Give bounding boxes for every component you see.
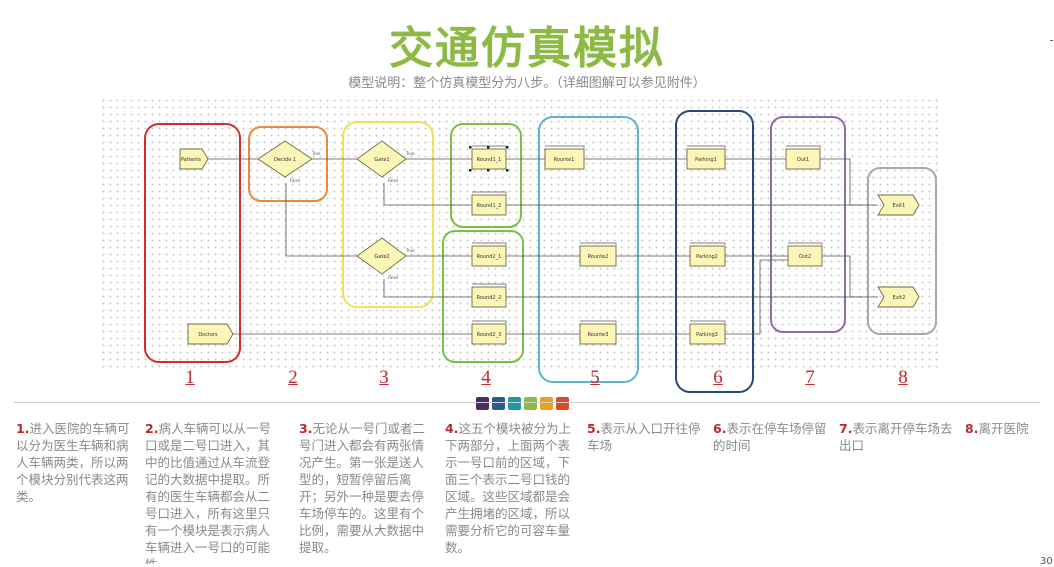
label-rounte3: Rounte3 [588, 332, 609, 338]
connectors [208, 158, 878, 335]
node-round2-1 [471, 245, 507, 267]
label-round2-3: Round2_3 [477, 332, 502, 338]
gate1-true-label: True [405, 151, 415, 156]
step-number-4: 4 [481, 367, 491, 388]
group-box-1 [144, 123, 241, 363]
group-box-4a [450, 123, 522, 228]
node-exit1 [877, 194, 920, 216]
decide-true-label: True [311, 151, 321, 156]
group-box-4b [442, 230, 524, 363]
description-1: 1.进入医院的车辆可以分为医生车辆和病人车辆两类，所以两个模块分别代表这两类。 [16, 421, 130, 504]
node-rounte1 [544, 148, 585, 170]
node-gate2 [356, 237, 407, 275]
description-2: 2.病人车辆可以从一号口或是二号口进入，其中的比值通过从车流登记的大数据中提取。… [145, 421, 271, 564]
node-parking1 [686, 148, 726, 170]
group-box-3 [342, 121, 434, 308]
group-box-6 [675, 110, 754, 393]
color-palette [476, 397, 569, 410]
label-doctors: Doctors [198, 332, 218, 338]
page-subtitle: 模型说明：整个仿真模型分为八步。（详细图解可以参见附件） [348, 76, 706, 91]
node-gate1 [356, 140, 407, 178]
node-out2 [787, 245, 823, 267]
selection-handles [469, 146, 509, 172]
palette-swatch [508, 397, 521, 410]
label-parking1: Parking1 [695, 157, 717, 163]
group-box-8 [867, 167, 937, 335]
label-patients: Patients [181, 157, 201, 163]
node-exit2 [877, 286, 920, 308]
node-rounte2 [579, 245, 617, 267]
palette-swatch [492, 397, 505, 410]
label-out1: Out1 [797, 157, 809, 163]
step-number-7: 7 [805, 367, 815, 388]
label-round2-2: Round2_2 [477, 295, 502, 301]
description-8: 8.离开医院 [965, 421, 1029, 436]
label-out2: Out2 [799, 254, 811, 260]
node-round1-2 [471, 194, 507, 216]
label-parking3: Parking3 [696, 332, 718, 338]
node-rounte3 [579, 323, 617, 345]
step-number-6: 6 [713, 367, 723, 388]
description-6: 6.表示在停车场停留的时间 [713, 421, 827, 453]
group-box-2 [248, 126, 328, 202]
decide-false-label: False [290, 178, 301, 183]
group-box-5 [538, 116, 639, 383]
label-rounte2: Rounte2 [588, 254, 609, 260]
label-exit2: Exit2 [893, 295, 906, 301]
corner-mark [1050, 40, 1053, 41]
step-number-2: 2 [288, 367, 298, 388]
palette-swatch [476, 397, 489, 410]
node-doctors [187, 323, 234, 345]
palette-swatch [524, 397, 537, 410]
flow-diagram: Patients Doctors Decide 1 Gate1 Gate2 Ro… [144, 110, 937, 393]
group-box-7 [770, 116, 846, 333]
node-round2-2 [471, 286, 507, 308]
node-patients [179, 148, 209, 170]
step-number-8: 8 [898, 367, 908, 388]
page-title: 交通仿真模拟 [389, 23, 665, 74]
label-round1-1: Round1_1 [477, 157, 502, 163]
label-gate1: Gate1 [374, 157, 389, 163]
label-round2-1: Round2_1 [477, 254, 502, 260]
gate2-true-label: True [405, 248, 415, 253]
palette-swatch [540, 397, 553, 410]
label-exit1: Exit1 [893, 203, 906, 209]
node-decide [257, 140, 313, 178]
label-parking2: Parking2 [696, 254, 718, 260]
divider [14, 402, 1040, 403]
node-round2-3 [471, 323, 507, 345]
description-3: 3.无论从一号门或者二号门进入都会有两张情况产生。第一张是送人型的，短暂停留后离… [299, 421, 425, 555]
step-number-5: 5 [590, 367, 600, 388]
page-number: 30 [1040, 556, 1053, 567]
label-decide: Decide 1 [274, 157, 296, 163]
node-parking3 [689, 323, 726, 345]
gate2-false-label: False [388, 275, 399, 280]
step-number-1: 1 [185, 367, 195, 388]
label-gate2: Gate2 [374, 254, 389, 260]
description-4: 4.这五个模块被分为上下两部分，上面两个表示一号口前的区域，下面三个表示二号口钱… [445, 421, 571, 555]
node-parking2 [689, 245, 726, 267]
description-7: 7.表示离开停车场去出口 [839, 421, 953, 453]
palette-swatch [556, 397, 569, 410]
step-number-3: 3 [379, 367, 389, 388]
module-flags [472, 145, 823, 323]
node-out1 [785, 148, 821, 170]
gate1-false-label: False [388, 178, 399, 183]
label-round1-2: Round1_2 [477, 203, 502, 209]
description-5: 5.表示从入口开往停车场 [587, 421, 701, 453]
label-rounte1: Rounte1 [554, 157, 575, 163]
